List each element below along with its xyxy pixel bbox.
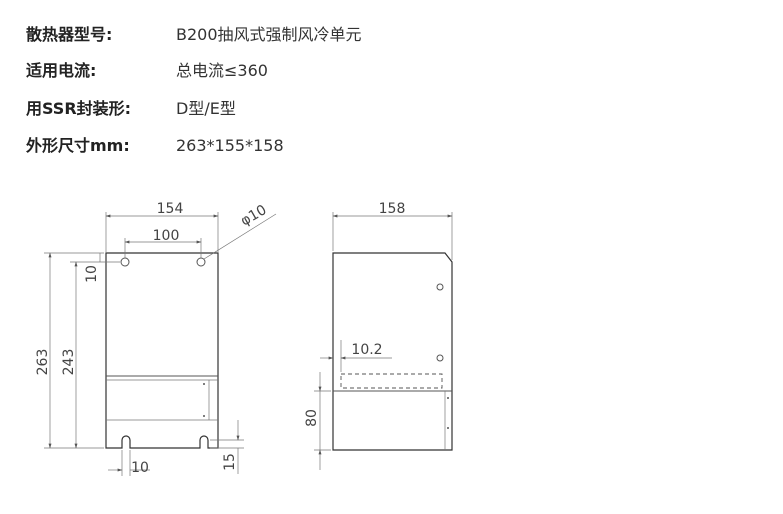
spec-label-current: 适用电流:: [26, 61, 97, 80]
side-view-body: [332, 252, 453, 451]
side-view: 158 10.2 80: [304, 201, 453, 470]
front-view: 154 100 φ10 263 243 10 10 15: [35, 201, 277, 476]
dim-depth: 158: [379, 201, 406, 217]
dim-height-total: 263: [35, 349, 51, 376]
dim-width-outer: 154: [157, 201, 184, 217]
dim-hole-spacing: 100: [153, 228, 180, 244]
dim-hole-offset-top: 10: [84, 265, 100, 283]
spec-label-dimensions: 外形尺寸mm:: [26, 136, 130, 155]
spec-value-package: D型/E型: [176, 99, 236, 118]
side-hole-top: [436, 283, 444, 291]
dim-slot-height: 15: [222, 453, 238, 471]
dim-height-hole: 243: [61, 349, 77, 376]
side-hole-bottom: [436, 354, 444, 362]
spec-value-dimensions: 263*155*158: [176, 136, 284, 155]
spec-value-current: 总电流≤360: [176, 61, 268, 80]
front-view-body: [105, 252, 219, 449]
spec-label-model: 散热器型号:: [26, 25, 113, 44]
dim-slot-width: 10: [131, 460, 149, 476]
spec-label-package: 用SSR封装形:: [26, 99, 132, 118]
dim-offset: 10.2: [351, 342, 382, 358]
dim-hole-diameter: φ10: [238, 202, 269, 229]
dim-bottom-height: 80: [304, 409, 320, 427]
spec-value-model: B200抽风式强制风冷单元: [176, 25, 362, 44]
